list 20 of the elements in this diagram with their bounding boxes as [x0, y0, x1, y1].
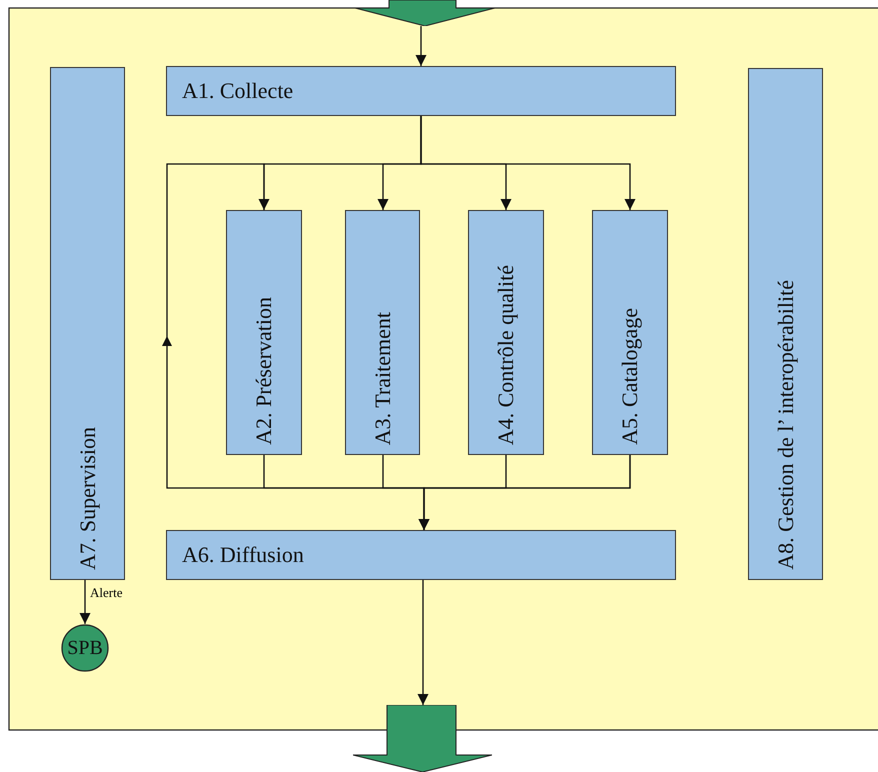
box-label: A2. Préservation: [251, 297, 277, 445]
edge-label: Alerte: [89, 586, 124, 600]
box-label: A1. Collecte: [182, 78, 294, 104]
process-box: [468, 210, 544, 455]
box-label: A8. Gestion de l’ interopérabilité: [772, 280, 798, 570]
circle-label: SPB: [67, 636, 103, 660]
block-arrow: [355, 0, 495, 26]
box-label: A4. Contrôle qualité: [493, 264, 519, 445]
process-box: [592, 210, 668, 455]
process-box: [748, 68, 823, 580]
block-arrow: [353, 705, 492, 772]
process-box: [345, 210, 420, 455]
process-box: [50, 67, 125, 580]
box-label: A6. Diffusion: [182, 542, 304, 568]
box-label: A7. Supervision: [74, 427, 100, 570]
box-label: A5. Catalogage: [617, 308, 643, 445]
process-box: [226, 210, 302, 455]
box-label: A3. Traitement: [370, 312, 396, 445]
process-box: [166, 66, 676, 116]
process-box: [166, 530, 676, 580]
